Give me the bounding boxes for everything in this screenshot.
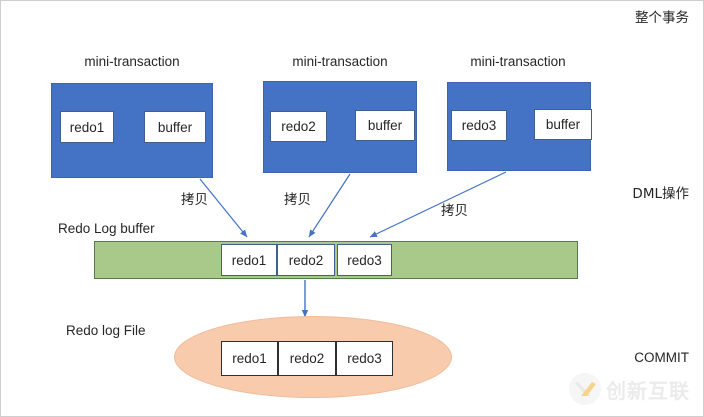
copy-label-2: 拷贝 bbox=[284, 192, 311, 208]
mini-transaction-3-buffer-box: buffer bbox=[534, 109, 592, 140]
buffer-entry-redo2: redo2 bbox=[277, 244, 335, 276]
copy-label-1: 拷贝 bbox=[181, 192, 208, 208]
buffer-entry-redo1: redo1 bbox=[221, 244, 277, 276]
circle-x-logo-icon bbox=[569, 373, 601, 405]
redo-log-buffer-label: Redo Log buffer bbox=[58, 221, 155, 236]
mini-transaction-title-1: mini-transaction bbox=[84, 54, 180, 69]
mini-transaction-1-redo-box: redo1 bbox=[60, 111, 114, 143]
copy-label-3: 拷贝 bbox=[441, 203, 468, 219]
watermark: 创新互联 bbox=[569, 373, 690, 405]
mini-transaction-title-2: mini-transaction bbox=[292, 54, 388, 69]
mini-transaction-title-3: mini-transaction bbox=[470, 54, 566, 69]
stage-label-dml-operation: DML操作 bbox=[632, 186, 689, 202]
file-entry-redo2: redo2 bbox=[278, 341, 336, 376]
mini-transaction-2-redo-box: redo2 bbox=[270, 111, 327, 142]
stage-label-whole-transaction: 整个事务 bbox=[635, 10, 689, 26]
watermark-text: 创新互联 bbox=[606, 378, 690, 403]
buffer-entry-redo3: redo3 bbox=[337, 244, 392, 276]
mini-transaction-1-buffer-box: buffer bbox=[144, 111, 206, 143]
file-entry-redo1: redo1 bbox=[221, 341, 278, 376]
redo-log-buffer-bar bbox=[94, 241, 578, 279]
file-entry-redo3: redo3 bbox=[336, 341, 393, 376]
stage-label-commit: COMMIT bbox=[634, 350, 689, 365]
mini-transaction-3-redo-box: redo3 bbox=[451, 110, 507, 141]
redo-log-file-label: Redo log File bbox=[66, 323, 146, 338]
mini-transaction-2-buffer-box: buffer bbox=[355, 110, 415, 141]
